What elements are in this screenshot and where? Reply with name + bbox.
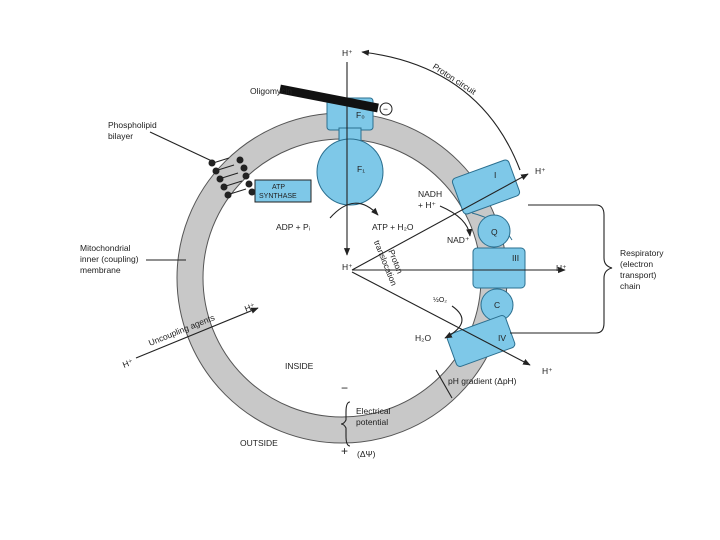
inhibition-sign: − — [383, 104, 388, 114]
adp-pi-label: ADP + Pᵢ — [276, 222, 310, 232]
h-right-iv: H⁺ — [542, 366, 553, 376]
nadh-oxidation-arrow — [439, 205, 473, 237]
complex-iv — [446, 315, 516, 367]
complex-iii — [472, 247, 526, 289]
phospholipid-pointer — [149, 131, 215, 163]
translocation-arrow-iv — [351, 271, 531, 366]
mito-membrane-label-3: membrane — [80, 265, 121, 275]
h-right-iii: H⁺ — [556, 263, 567, 273]
translocation-arrow-i — [351, 173, 529, 271]
h2o-label: H₂O — [415, 333, 431, 343]
respiratory-chain-brace — [510, 204, 613, 334]
proton-circuit-arc — [361, 49, 521, 171]
respiratory-chain-label-1: Respiratory — [620, 248, 664, 258]
h-uncoupling-in: H⁺ — [243, 300, 257, 313]
potential-brace — [340, 401, 351, 447]
complex-iii-label: III — [512, 253, 519, 263]
minus-sign: − — [341, 381, 348, 395]
atp-synthase-box — [254, 179, 312, 203]
complex-c-label: C — [494, 300, 500, 310]
ph-gradient-pointer — [435, 369, 453, 399]
atp-formation-arrow — [329, 202, 379, 219]
oligomycin-label: Oligomycin — [250, 86, 292, 96]
mito-membrane-label-1: Mitochondrial — [80, 243, 131, 253]
f1-label: F₁ — [357, 164, 365, 174]
atp-h2o-label: ATP + H₂O — [372, 222, 414, 232]
ph-gradient-label: pH gradient (ΔpH) — [448, 376, 517, 386]
complex-iv-label: IV — [498, 333, 506, 343]
phospholipid-label-1: Phospholipid — [108, 120, 157, 130]
water-formation-arrow — [444, 305, 463, 339]
f1-subunit — [316, 138, 384, 206]
atp-synthase-label-1: ATP — [272, 184, 285, 191]
inhibition-circle — [379, 102, 393, 116]
complex-q-label: Q — [491, 227, 498, 237]
respiratory-chain-label-4: chain — [620, 281, 641, 291]
inside-label: INSIDE — [285, 361, 314, 371]
phospholipid-molecules — [208, 156, 256, 199]
nadh-label: NADH — [418, 189, 442, 199]
electrical-potential-label-1: Electrical — [356, 406, 391, 416]
uncoupling-arrow — [135, 307, 259, 359]
oligomycin-bar — [279, 84, 379, 113]
half-o2-label: ½O₂ — [433, 296, 447, 304]
plus-sign: + — [341, 444, 348, 458]
nad-label: NAD⁺ — [447, 235, 470, 245]
complex-i — [451, 159, 521, 215]
outside-label: OUTSIDE — [240, 438, 278, 448]
nadh-h-label: + H⁺ — [418, 200, 436, 210]
h-top: H⁺ — [342, 48, 353, 58]
proton-translocation-label: Proton translocation — [372, 239, 405, 288]
phospholipid-label-2: bilayer — [108, 131, 133, 141]
delta-psi-label: (ΔΨ) — [357, 449, 376, 459]
complex-i-label: I — [494, 170, 496, 180]
respiratory-chain-label-3: transport) — [620, 270, 657, 280]
respiratory-chain-label-2: (electron — [620, 259, 653, 269]
h-uncoupling-out: H⁺ — [121, 356, 135, 369]
h-right-i: H⁺ — [535, 166, 546, 176]
proton-circuit-label: Proton circuit — [431, 61, 479, 97]
f0-label: F₀ — [356, 110, 365, 120]
h-center: H⁺ — [342, 262, 353, 272]
q-carrier — [477, 214, 511, 248]
atp-synthase-label-2: SYNTHASE — [259, 193, 297, 200]
electrical-potential-label-2: potential — [356, 417, 388, 427]
mito-membrane-label-2: inner (coupling) — [80, 254, 139, 264]
